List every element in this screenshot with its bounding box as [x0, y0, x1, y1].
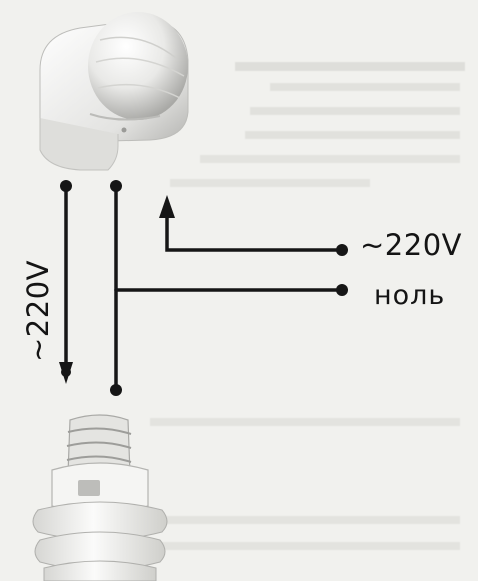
label-supply-220v: ~220V [21, 260, 55, 362]
wires [64, 184, 344, 392]
terminal-dot [336, 284, 348, 296]
label-phase-220v: ~220V [360, 228, 462, 262]
light-bulb-icon [32, 414, 168, 581]
terminal-dot [60, 180, 72, 192]
arrow-up-to-sensor-icon [159, 195, 175, 218]
ghost-text-band [0, 40, 478, 270]
terminal-dot [110, 180, 122, 192]
motion-sensor-icon [39, 12, 189, 171]
terminal-dots [60, 180, 348, 396]
terminal-dot [61, 367, 71, 377]
label-neutral: ноль [374, 280, 446, 311]
wire-phase-to-sensor [165, 214, 344, 252]
terminal-dot [110, 384, 122, 396]
terminal-dot [336, 244, 348, 256]
ghost-text-band-lower [0, 400, 478, 580]
